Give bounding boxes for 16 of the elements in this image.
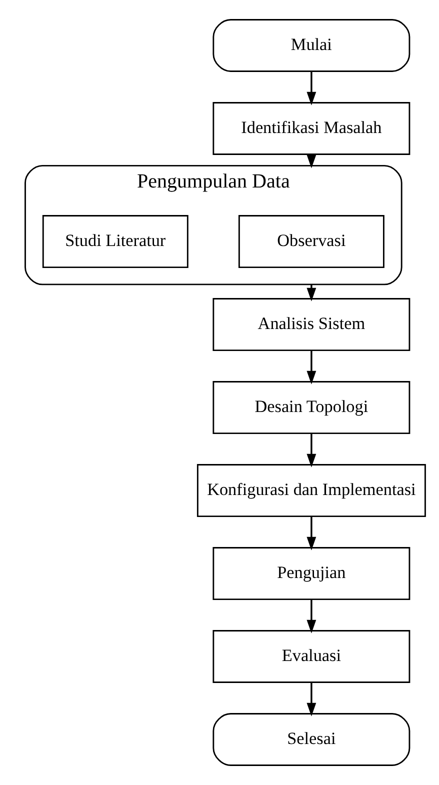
arrow (306, 516, 316, 550)
node-box: Analisis Sistem (212, 298, 410, 351)
node-box: Observasi (238, 215, 384, 268)
node-box: Konfigurasi dan Implementasi (196, 464, 426, 517)
arrow (306, 71, 316, 106)
node-box: Selesai (212, 713, 410, 766)
node-box: Mulai (212, 19, 410, 72)
arrow (306, 350, 316, 384)
node-box: Studi Literatur (42, 215, 188, 268)
arrow (306, 284, 316, 302)
arrow (306, 682, 316, 716)
arrow (306, 599, 316, 634)
node-box: Evaluasi (212, 630, 410, 683)
node-box: Desain Topologi (212, 381, 410, 434)
arrow (306, 433, 316, 468)
node-box: Pengujian (212, 547, 410, 600)
